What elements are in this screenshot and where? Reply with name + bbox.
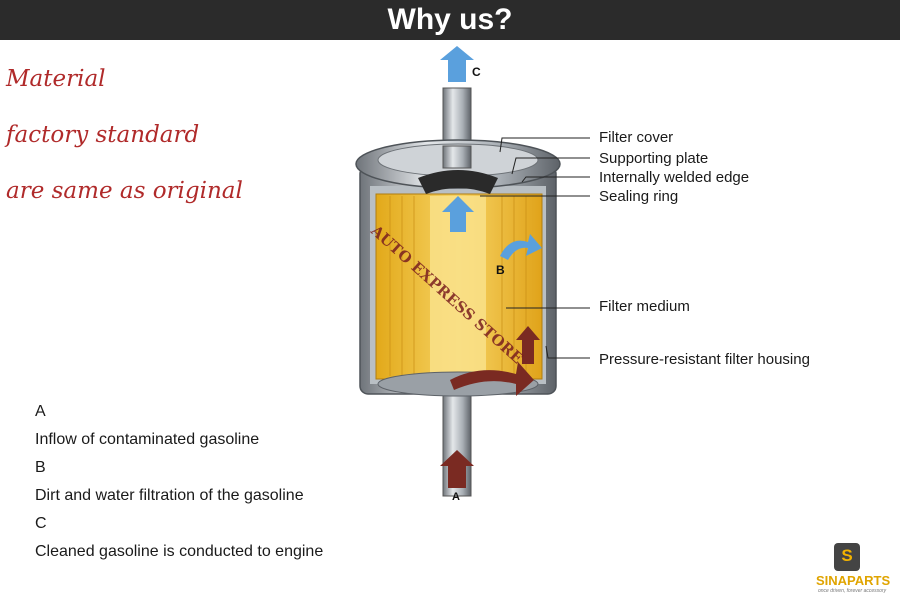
legend-text: Dirt and water filtration of the gasolin…: [35, 487, 304, 504]
legend-text: Cleaned gasoline is conducted to engine: [35, 543, 324, 560]
part-label-welded-edge: Internally welded edge: [599, 169, 750, 186]
fuel-filter-diagram: C B A AUTO EXPRESS STORE: [355, 46, 590, 503]
part-label-supporting-plate: Supporting plate: [599, 150, 709, 167]
legend-letter: C: [35, 515, 47, 532]
arrow-inflow-side-icon: [516, 326, 540, 364]
arrow-filtration-icon: [500, 234, 542, 260]
leader-lines: [480, 137, 590, 359]
claim-line: Material: [6, 66, 106, 92]
header-bar: Why us?: [0, 0, 900, 40]
claim-line: factory standard: [6, 122, 200, 148]
part-label-filter-cover: Filter cover: [599, 129, 674, 146]
arrow-inflow-icon: [440, 450, 474, 488]
legend-letter: A: [35, 403, 46, 420]
supporting-plate: [418, 170, 498, 194]
legend-text: Inflow of contaminated gasoline: [35, 431, 260, 448]
part-label-sealing-ring: Sealing ring: [599, 188, 679, 205]
logo-badge-icon: S: [834, 543, 860, 571]
claims-block: Material factory standard are same as or…: [6, 62, 243, 230]
arrow-inflow-core-icon: [450, 362, 534, 396]
legend-letter: B: [35, 459, 46, 476]
flow-label-a: A: [452, 491, 460, 503]
logo-tagline: once driven, forever accessory: [818, 588, 887, 594]
flow-label-b: B: [496, 263, 505, 277]
arrow-clean-up-icon: [442, 196, 474, 232]
sinaparts-logo: S SINAPARTS once driven, forever accesso…: [800, 543, 895, 598]
arrow-clean-outlet-icon: [440, 46, 474, 82]
page-title: Why us?: [387, 3, 513, 36]
outlet-stub: [442, 145, 472, 169]
flow-label-c: C: [472, 65, 481, 79]
logo-name: SINAPARTS: [816, 573, 891, 588]
part-label-filter-housing: Pressure-resistant filter housing: [599, 351, 810, 368]
claim-line: are same as original: [6, 178, 243, 204]
part-label-filter-medium: Filter medium: [599, 298, 690, 315]
flow-legend: A Inflow of contaminated gasoline B Dirt…: [35, 402, 323, 570]
